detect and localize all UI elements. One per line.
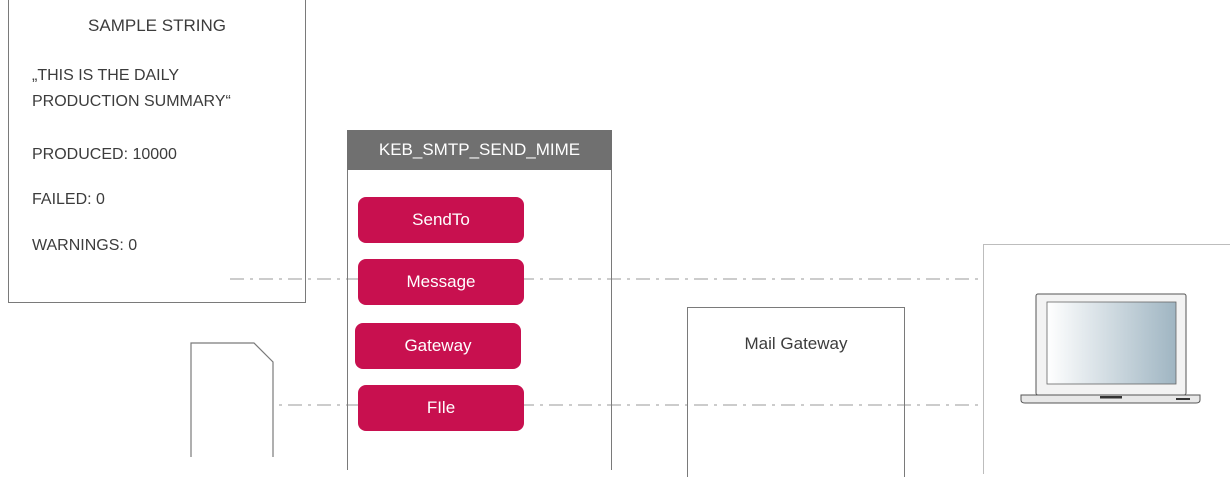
diagram-graphics [190,278,1201,457]
sample-line-1: „THIS IS THE DAILY [32,67,179,84]
sample-string-panel: SAMPLE STRING „THIS IS THE DAILY PRODUCT… [8,0,306,303]
computer-panel [983,244,1230,474]
input-sendto[interactable]: SendTo [358,197,524,243]
sample-line-produced: PRODUCED: 10000 [32,146,177,163]
mail-gateway-label: Mail Gateway [744,334,848,353]
sample-line-failed: FAILED: 0 [32,191,105,208]
function-block-body [347,170,612,470]
input-file[interactable]: FIle [358,385,524,431]
sample-line-2: PRODUCTION SUMMARY“ [32,93,231,110]
sample-string-title: SAMPLE STRING [88,16,226,35]
sample-line-warnings: WARNINGS: 0 [32,237,138,254]
laptop-icon [1020,293,1201,404]
mail-gateway-box: Mail Gateway [687,307,905,477]
input-message[interactable]: Message [358,259,524,305]
function-block-header: KEB_SMTP_SEND_MIME [347,130,612,170]
document-icon [190,342,274,457]
input-gateway[interactable]: Gateway [355,323,521,369]
